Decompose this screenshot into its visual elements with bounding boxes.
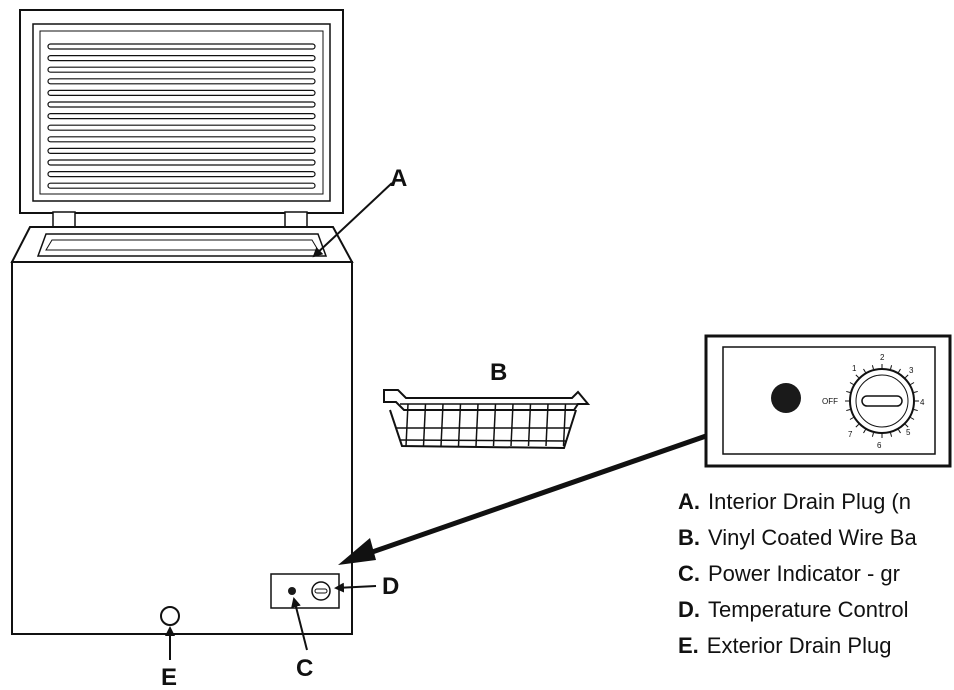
dial-number-2: 2 <box>880 353 885 362</box>
lid-rib <box>47 159 316 166</box>
basket-wire <box>457 403 462 447</box>
dial-tick <box>855 374 860 379</box>
basket-wire <box>405 403 409 447</box>
dial-tick <box>890 365 893 370</box>
legend-key: C. <box>678 561 700 586</box>
dial-tick <box>863 429 866 434</box>
dial-tick <box>871 365 874 370</box>
legend-item-d: D. Temperature Control <box>678 592 954 628</box>
lid-rib <box>47 54 316 62</box>
basket-wire <box>545 403 549 447</box>
dial-tick <box>855 423 860 428</box>
dial-tick <box>849 382 854 385</box>
lid-rib <box>47 101 316 108</box>
legend-key: E. <box>678 633 699 658</box>
legend-item-b: B. Vinyl Coated Wire Ba <box>678 520 954 556</box>
lid-rib <box>47 112 316 120</box>
dial-tick <box>913 390 918 393</box>
dial-tick <box>846 409 851 412</box>
dial-tick <box>904 374 909 379</box>
legend-key: B. <box>678 525 700 550</box>
lid-ribs <box>47 43 316 189</box>
dial-tick <box>863 368 866 373</box>
dial-number-7: 7 <box>848 430 853 439</box>
dial-tick <box>904 423 909 428</box>
callout-c: C <box>296 655 313 682</box>
dial-number-6: 6 <box>877 441 882 450</box>
enlarged-control-panel: OFF 1 2 3 4 5 6 7 <box>704 334 952 468</box>
callout-d: D <box>382 573 399 600</box>
dial-tick <box>846 390 851 393</box>
lid-rib <box>47 136 316 143</box>
legend-text: Vinyl Coated Wire Ba <box>708 525 917 550</box>
lid-rib <box>47 78 316 85</box>
dial-tick <box>898 429 901 434</box>
legend-item-e: E. Exterior Drain Plug <box>678 628 954 664</box>
dial-tick <box>890 432 893 437</box>
dial-knob-handle <box>861 395 903 407</box>
basket-wire <box>562 403 567 447</box>
dial-tick <box>913 409 918 412</box>
lid-rib <box>47 147 316 154</box>
basket-wire <box>440 403 444 447</box>
callout-b: B <box>490 359 507 386</box>
dial-tick <box>910 382 915 385</box>
lid-rib <box>47 43 316 50</box>
legend-text: Temperature Control <box>708 597 909 622</box>
basket-wire <box>475 403 479 447</box>
legend-item-c: C. Power Indicator - gr <box>678 556 954 592</box>
lid-rib <box>47 182 316 189</box>
body-control-panel <box>270 573 340 609</box>
lid-rib <box>47 124 316 131</box>
basket-wire <box>510 403 514 447</box>
lid-rib <box>47 171 316 178</box>
left-hinge <box>52 211 76 228</box>
callout-a: A <box>390 165 407 192</box>
dial-number-1: 1 <box>852 364 857 373</box>
body-power-indicator <box>288 587 296 595</box>
dial-tick <box>849 417 854 420</box>
dial-ticks <box>845 364 919 438</box>
freezer-lid <box>19 9 344 214</box>
dial-off-label: OFF <box>822 397 838 406</box>
lid-rib <box>47 66 316 73</box>
basket-wire <box>492 403 497 447</box>
leader-d <box>334 582 377 593</box>
legend-item-a: A. Interior Drain Plug (n <box>678 484 954 520</box>
parts-legend: A. Interior Drain Plug (n B. Vinyl Coated … <box>678 484 954 664</box>
basket-wires <box>405 403 567 447</box>
lid-rib <box>47 89 316 97</box>
dial-number-4: 4 <box>920 398 925 407</box>
zoom-arrow <box>338 433 707 565</box>
freezer-top <box>10 226 354 263</box>
dial-number-3: 3 <box>909 366 914 375</box>
legend-key: D. <box>678 597 700 622</box>
callout-e: E <box>161 664 177 690</box>
legend-key: A. <box>678 489 700 514</box>
dial-tick <box>871 432 874 437</box>
dial-tick <box>898 368 901 373</box>
power-indicator-light <box>771 383 801 413</box>
dial-number-5: 5 <box>906 428 911 437</box>
basket-wire <box>422 403 427 447</box>
dial-tick <box>910 417 915 420</box>
basket-wire <box>527 403 532 447</box>
right-hinge <box>284 211 308 228</box>
legend-text: Exterior Drain Plug <box>706 633 892 658</box>
exterior-drain-plug <box>160 606 180 626</box>
freezer-body <box>11 261 353 635</box>
legend-text: Interior Drain Plug (n <box>708 489 911 514</box>
legend-text: Power Indicator - gr <box>708 561 900 586</box>
leader-a <box>312 182 393 258</box>
wire-basket <box>383 389 591 450</box>
leader-c <box>291 597 308 651</box>
